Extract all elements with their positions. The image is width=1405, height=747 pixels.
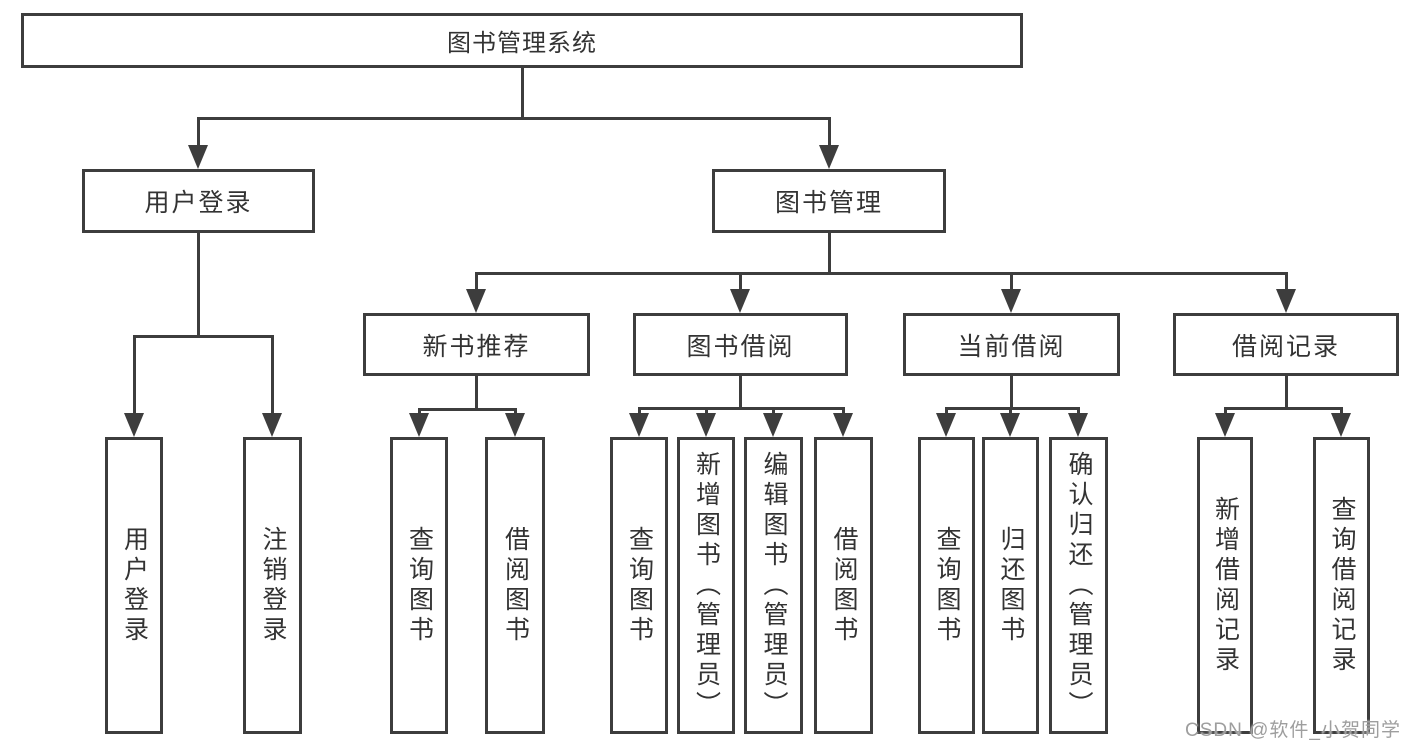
arrowhead-to-book-management [819, 145, 839, 169]
node-root-library-management-system: 图书管理系统 [21, 13, 1023, 68]
connector-borrowing-records-split-line [1223, 407, 1343, 410]
leaf-confirm-return-admin-label: 确认归还（管理员） [1065, 450, 1093, 721]
leaf-edit-books-admin: 编辑图书（管理员） [744, 437, 803, 734]
arrowhead-e2 [1331, 413, 1351, 437]
arrow-line-d1 [944, 407, 948, 416]
leaf-add-borrow-record: 新增借阅记录 [1197, 437, 1253, 734]
connector-user-login-stem [196, 233, 200, 338]
node-current-borrowing: 当前借阅 [903, 313, 1120, 376]
arrowhead-to-current-borrowing [1001, 289, 1021, 313]
connector-level3-split-line [474, 272, 1288, 275]
arrowhead-to-book-borrowing [730, 289, 750, 313]
arrow-line-to-book-borrowing [738, 272, 742, 291]
connector-root-stem [520, 68, 524, 120]
arrow-line-d3 [1076, 407, 1080, 416]
csdn-watermark: CSDN @软件_小贺同学 [1185, 720, 1401, 741]
leaf-recommend-borrow-books: 借阅图书 [485, 437, 545, 734]
leaf-return-books: 归还图书 [982, 437, 1039, 734]
leaf-current-query-books-label: 查询图书 [933, 525, 961, 646]
node-book-borrowing: 图书借阅 [633, 313, 848, 376]
arrow-line-b2 [513, 408, 517, 416]
connector-new-book-recommend-split-line [417, 408, 517, 411]
connector-book-borrowing-split-line [637, 407, 845, 410]
connector-current-borrowing-stem [1009, 376, 1013, 410]
node-user-login: 用户登录 [82, 169, 315, 233]
leaf-add-books-admin-label: 新增图书（管理员） [692, 450, 721, 721]
connector-user-login-split-line [132, 335, 274, 338]
connector-current-borrowing-split-line [944, 407, 1080, 410]
leaf-current-query-books: 查询图书 [918, 437, 975, 734]
leaf-confirm-return-admin: 确认归还（管理员） [1049, 437, 1108, 734]
arrow-line-e2 [1339, 407, 1343, 416]
arrow-line-to-leaf-logout [270, 335, 274, 415]
leaf-user-login: 用户登录 [105, 437, 163, 734]
arrowhead-c2 [696, 413, 716, 437]
arrowhead-c1 [629, 413, 649, 437]
arrow-line-to-book-management [827, 117, 831, 146]
arrowhead-d3 [1068, 413, 1088, 437]
arrow-line-c2 [704, 407, 708, 416]
arrow-line-to-current-borrowing [1009, 272, 1013, 291]
arrowhead-to-borrowing-records [1276, 289, 1296, 313]
arrow-line-c3 [771, 407, 775, 416]
leaf-user-login-label: 用户登录 [120, 525, 149, 646]
arrowhead-to-leaf-logout [262, 413, 282, 437]
node-borrowing-records: 借阅记录 [1173, 313, 1399, 376]
arrowhead-b2 [505, 413, 525, 437]
connector-book-management-stem [827, 233, 831, 275]
leaf-borrowing-borrow-books: 借阅图书 [814, 437, 873, 734]
arrow-line-to-user-login [196, 117, 200, 146]
arrowhead-to-new-book-recommend [466, 289, 486, 313]
leaf-recommend-query-books: 查询图书 [390, 437, 448, 734]
arrowhead-d1 [936, 413, 956, 437]
arrowhead-b1 [409, 413, 429, 437]
arrowhead-c4 [833, 413, 853, 437]
arrow-line-e1 [1223, 407, 1227, 416]
arrow-line-b1 [417, 408, 421, 416]
leaf-query-borrow-record-label: 查询借阅记录 [1328, 495, 1356, 676]
node-new-book-recommend: 新书推荐 [363, 313, 590, 376]
connector-new-book-recommend-stem [474, 376, 478, 411]
leaf-logout: 注销登录 [243, 437, 302, 734]
leaf-borrowing-query-books-label: 查询图书 [625, 525, 654, 646]
leaf-recommend-borrow-books-label: 借阅图书 [501, 525, 530, 646]
arrow-line-c4 [841, 407, 845, 416]
arrow-line-c1 [637, 407, 641, 416]
leaf-recommend-query-books-label: 查询图书 [405, 525, 434, 646]
connector-borrowing-records-stem [1284, 376, 1288, 410]
arrowhead-d2 [1000, 413, 1020, 437]
connector-level1-split-line [196, 117, 831, 120]
arrowhead-to-leaf-user-login [124, 413, 144, 437]
arrowhead-e1 [1215, 413, 1235, 437]
connector-book-borrowing-stem [738, 376, 742, 410]
leaf-return-books-label: 归还图书 [997, 525, 1025, 646]
node-book-management: 图书管理 [712, 169, 946, 233]
arrow-line-d2 [1008, 407, 1012, 416]
leaf-borrowing-borrow-books-label: 借阅图书 [830, 525, 858, 646]
arrowhead-to-user-login [188, 145, 208, 169]
leaf-edit-books-admin-label: 编辑图书（管理员） [760, 450, 788, 721]
leaf-logout-label: 注销登录 [259, 525, 287, 646]
leaf-add-books-admin: 新增图书（管理员） [677, 437, 735, 734]
arrow-line-to-leaf-user-login [132, 335, 136, 415]
arrow-line-to-borrowing-records [1284, 272, 1288, 291]
leaf-add-borrow-record-label: 新增借阅记录 [1211, 495, 1240, 676]
leaf-borrowing-query-books: 查询图书 [610, 437, 668, 734]
arrowhead-c3 [763, 413, 783, 437]
arrow-line-to-new-book-recommend [474, 272, 478, 291]
leaf-query-borrow-record: 查询借阅记录 [1313, 437, 1370, 734]
